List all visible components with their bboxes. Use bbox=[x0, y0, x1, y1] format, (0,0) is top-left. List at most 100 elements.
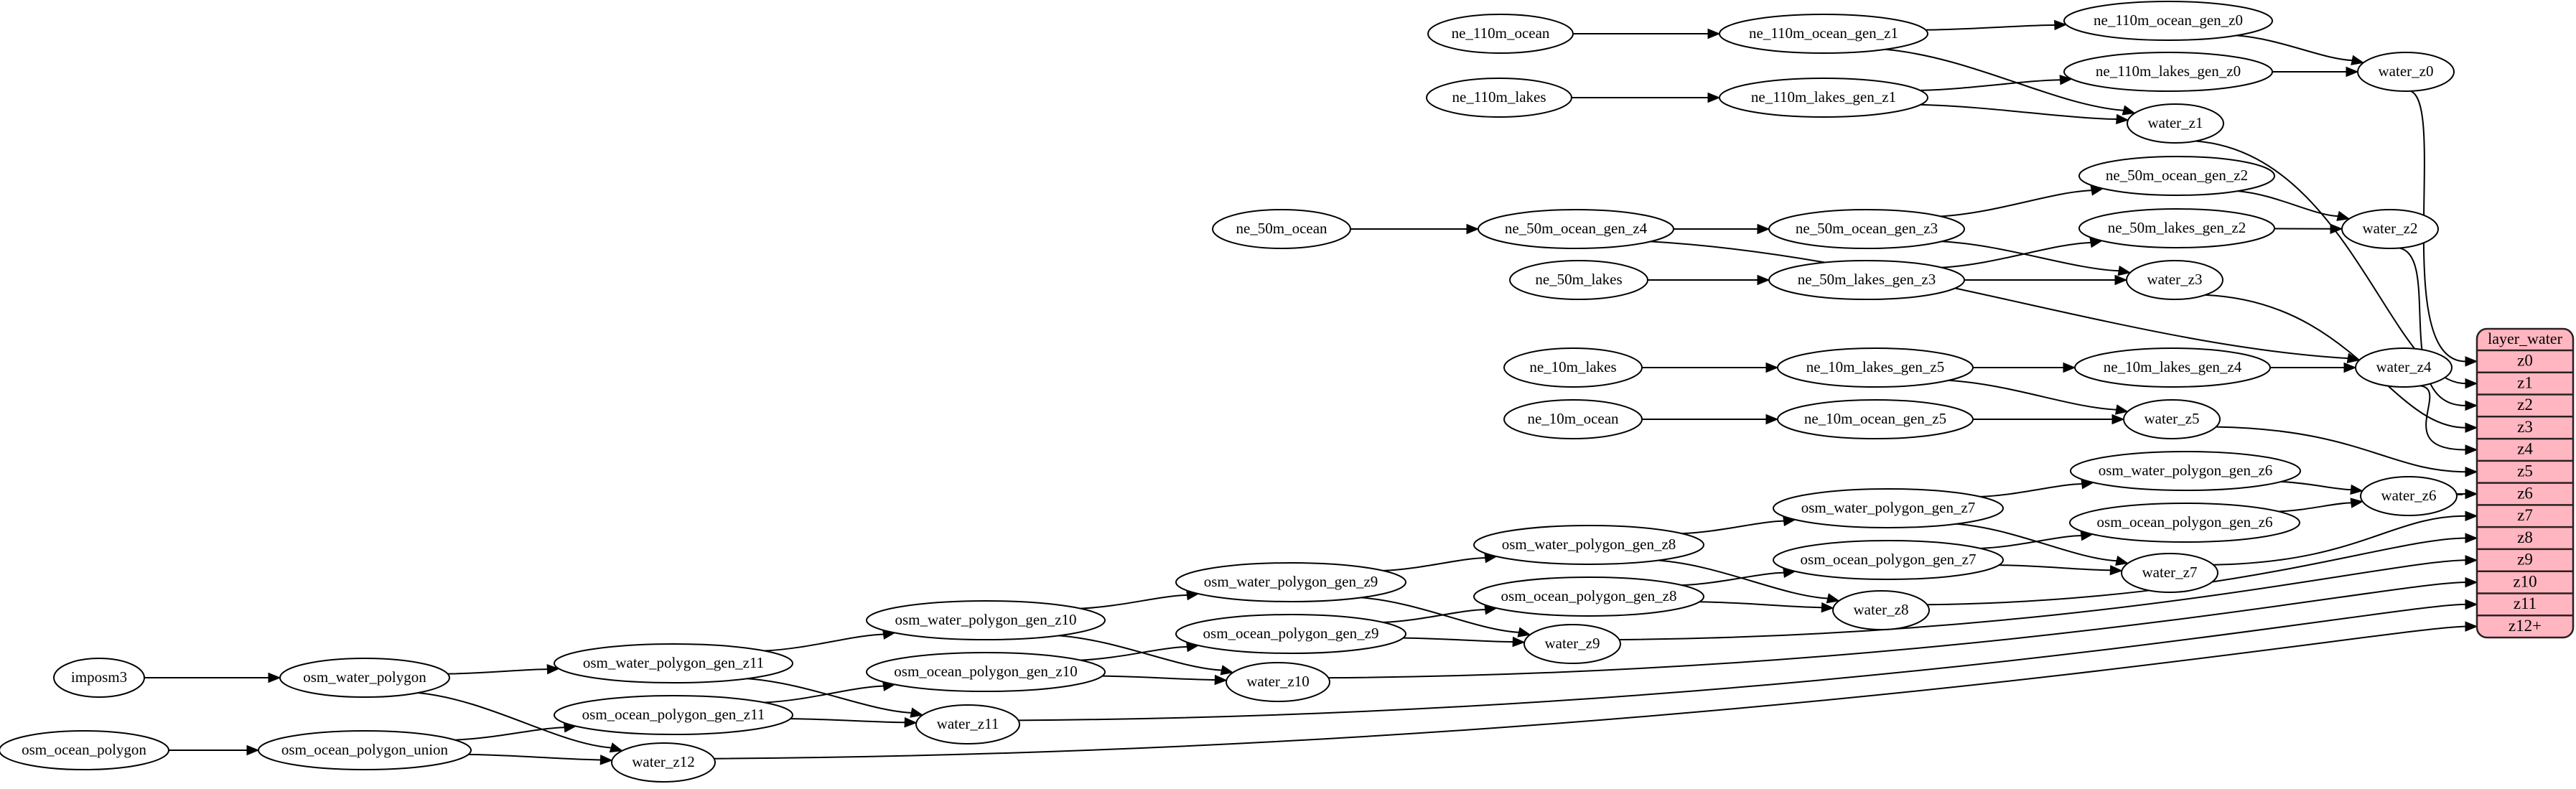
node-ellipse[interactable] bbox=[1426, 78, 1572, 118]
node-ellipse[interactable] bbox=[554, 695, 793, 735]
node-osm_water_polygon_gen_z9[interactable]: osm_water_polygon_gen_z9 bbox=[1175, 562, 1406, 602]
node-ellipse[interactable] bbox=[1503, 399, 1643, 439]
node-ellipse[interactable] bbox=[258, 730, 472, 770]
legend-row-z6[interactable]: z6 bbox=[2517, 484, 2533, 502]
node-ne_110m_ocean_gen_z0[interactable]: ne_110m_ocean_gen_z0 bbox=[2063, 1, 2273, 41]
node-water_z8[interactable]: water_z8 bbox=[1832, 590, 1930, 630]
node-osm_water_polygon[interactable]: osm_water_polygon bbox=[279, 658, 450, 698]
node-ne_10m_ocean[interactable]: ne_10m_ocean bbox=[1503, 399, 1643, 439]
legend-row-z8[interactable]: z8 bbox=[2517, 528, 2533, 546]
node-ne_110m_lakes_gen_z0[interactable]: ne_110m_lakes_gen_z0 bbox=[2063, 52, 2273, 92]
node-osm_water_polygon_gen_z10[interactable]: osm_water_polygon_gen_z10 bbox=[866, 600, 1106, 640]
node-ellipse[interactable] bbox=[2126, 260, 2223, 300]
node-ellipse[interactable] bbox=[2070, 451, 2301, 491]
node-ne_50m_ocean[interactable]: ne_50m_ocean bbox=[1212, 209, 1351, 249]
node-ne_10m_lakes[interactable]: ne_10m_lakes bbox=[1503, 347, 1643, 388]
node-ellipse[interactable] bbox=[2341, 209, 2439, 249]
node-ellipse[interactable] bbox=[2078, 208, 2275, 248]
legend-row-z12+[interactable]: z12+ bbox=[2509, 617, 2542, 635]
node-osm_water_polygon_gen_z6[interactable]: osm_water_polygon_gen_z6 bbox=[2070, 451, 2301, 491]
node-water_z0[interactable]: water_z0 bbox=[2357, 52, 2455, 92]
node-ellipse[interactable] bbox=[2355, 347, 2453, 388]
node-ellipse[interactable] bbox=[1768, 260, 1965, 300]
node-ellipse[interactable] bbox=[1473, 525, 1704, 565]
node-ellipse[interactable] bbox=[1473, 576, 1704, 617]
node-ne_50m_lakes_gen_z2[interactable]: ne_50m_lakes_gen_z2 bbox=[2078, 208, 2275, 248]
legend-row-z3[interactable]: z3 bbox=[2517, 418, 2533, 436]
node-ellipse[interactable] bbox=[2127, 103, 2224, 144]
node-ne_50m_lakes[interactable]: ne_50m_lakes bbox=[1509, 260, 1648, 300]
node-ellipse[interactable] bbox=[2078, 156, 2275, 196]
node-water_z2[interactable]: water_z2 bbox=[2341, 209, 2439, 249]
node-ne_10m_lakes_gen_z5[interactable]: ne_10m_lakes_gen_z5 bbox=[1777, 347, 1974, 388]
legend-row-z1[interactable]: z1 bbox=[2517, 373, 2533, 391]
node-ne_110m_ocean_gen_z1[interactable]: ne_110m_ocean_gen_z1 bbox=[1719, 14, 1928, 54]
node-ellipse[interactable] bbox=[1226, 662, 1330, 702]
node-water_z7[interactable]: water_z7 bbox=[2121, 553, 2218, 593]
node-ellipse[interactable] bbox=[1777, 399, 1974, 439]
legend-row-z2[interactable]: z2 bbox=[2517, 396, 2533, 414]
node-osm_ocean_polygon_gen_z10[interactable]: osm_ocean_polygon_gen_z10 bbox=[866, 652, 1106, 692]
node-osm_ocean_polygon_gen_z8[interactable]: osm_ocean_polygon_gen_z8 bbox=[1473, 576, 1704, 617]
node-ellipse[interactable] bbox=[1768, 209, 1965, 249]
node-ne_50m_ocean_gen_z2[interactable]: ne_50m_ocean_gen_z2 bbox=[2078, 156, 2275, 196]
node-osm_water_polygon_gen_z8[interactable]: osm_water_polygon_gen_z8 bbox=[1473, 525, 1704, 565]
node-ne_10m_ocean_gen_z5[interactable]: ne_10m_ocean_gen_z5 bbox=[1777, 399, 1974, 439]
node-osm_ocean_polygon_gen_z7[interactable]: osm_ocean_polygon_gen_z7 bbox=[1773, 540, 2004, 580]
node-ellipse[interactable] bbox=[2069, 503, 2300, 543]
node-water_z5[interactable]: water_z5 bbox=[2123, 399, 2221, 439]
node-water_z3[interactable]: water_z3 bbox=[2126, 260, 2223, 300]
node-ellipse[interactable] bbox=[1503, 347, 1643, 388]
node-osm_ocean_polygon_gen_z6[interactable]: osm_ocean_polygon_gen_z6 bbox=[2069, 503, 2300, 543]
node-ellipse[interactable] bbox=[2063, 1, 2273, 41]
node-ellipse[interactable] bbox=[1175, 562, 1406, 602]
node-water_z9[interactable]: water_z9 bbox=[1523, 624, 1621, 664]
node-osm_ocean_polygon_union[interactable]: osm_ocean_polygon_union bbox=[258, 730, 472, 770]
node-ellipse[interactable] bbox=[915, 704, 1020, 744]
node-osm_ocean_polygon_gen_z9[interactable]: osm_ocean_polygon_gen_z9 bbox=[1175, 614, 1406, 654]
legend-row-z7[interactable]: z7 bbox=[2517, 506, 2533, 524]
node-ellipse[interactable] bbox=[53, 658, 145, 698]
node-ellipse[interactable] bbox=[1523, 624, 1621, 664]
node-ellipse[interactable] bbox=[1212, 209, 1351, 249]
node-ne_10m_lakes_gen_z4[interactable]: ne_10m_lakes_gen_z4 bbox=[2074, 347, 2271, 388]
node-ne_110m_lakes_gen_z1[interactable]: ne_110m_lakes_gen_z1 bbox=[1719, 78, 1928, 118]
node-imposm3[interactable]: imposm3 bbox=[53, 658, 145, 698]
node-ne_50m_ocean_gen_z3[interactable]: ne_50m_ocean_gen_z3 bbox=[1768, 209, 1965, 249]
node-ellipse[interactable] bbox=[554, 643, 793, 683]
node-ellipse[interactable] bbox=[1509, 260, 1648, 300]
node-osm_ocean_polygon_gen_z11[interactable]: osm_ocean_polygon_gen_z11 bbox=[554, 695, 793, 735]
node-ellipse[interactable] bbox=[2123, 399, 2221, 439]
node-ellipse[interactable] bbox=[866, 600, 1106, 640]
legend-row-z4[interactable]: z4 bbox=[2517, 440, 2533, 458]
node-ellipse[interactable] bbox=[0, 730, 169, 770]
node-ellipse[interactable] bbox=[2074, 347, 2271, 388]
node-water_z12[interactable]: water_z12 bbox=[611, 742, 716, 783]
node-ellipse[interactable] bbox=[2063, 52, 2273, 92]
legend-row-z10[interactable]: z10 bbox=[2513, 572, 2537, 590]
node-osm_water_polygon_gen_z11[interactable]: osm_water_polygon_gen_z11 bbox=[554, 643, 793, 683]
node-ellipse[interactable] bbox=[1773, 488, 2004, 528]
node-water_z11[interactable]: water_z11 bbox=[915, 704, 1020, 744]
node-ellipse[interactable] bbox=[1777, 347, 1974, 388]
node-osm_ocean_polygon[interactable]: osm_ocean_polygon bbox=[0, 730, 169, 770]
node-ellipse[interactable] bbox=[1832, 590, 1930, 630]
node-ellipse[interactable] bbox=[1773, 540, 2004, 580]
node-ellipse[interactable] bbox=[1719, 78, 1928, 118]
node-water_z6[interactable]: water_z6 bbox=[2360, 476, 2458, 516]
legend-row-z11[interactable]: z11 bbox=[2514, 594, 2537, 612]
node-ellipse[interactable] bbox=[2360, 476, 2458, 516]
node-ellipse[interactable] bbox=[1427, 14, 1574, 54]
node-ellipse[interactable] bbox=[279, 658, 450, 698]
node-ellipse[interactable] bbox=[611, 742, 716, 783]
node-water_z4[interactable]: water_z4 bbox=[2355, 347, 2453, 388]
node-ne_50m_lakes_gen_z3[interactable]: ne_50m_lakes_gen_z3 bbox=[1768, 260, 1965, 300]
node-ne_110m_ocean[interactable]: ne_110m_ocean bbox=[1427, 14, 1574, 54]
node-ellipse[interactable] bbox=[1478, 209, 1674, 249]
node-ellipse[interactable] bbox=[1175, 614, 1406, 654]
node-water_z1[interactable]: water_z1 bbox=[2127, 103, 2224, 144]
legend-row-z5[interactable]: z5 bbox=[2517, 462, 2533, 480]
node-ellipse[interactable] bbox=[866, 652, 1106, 692]
node-ellipse[interactable] bbox=[2121, 553, 2218, 593]
node-ellipse[interactable] bbox=[2357, 52, 2455, 92]
